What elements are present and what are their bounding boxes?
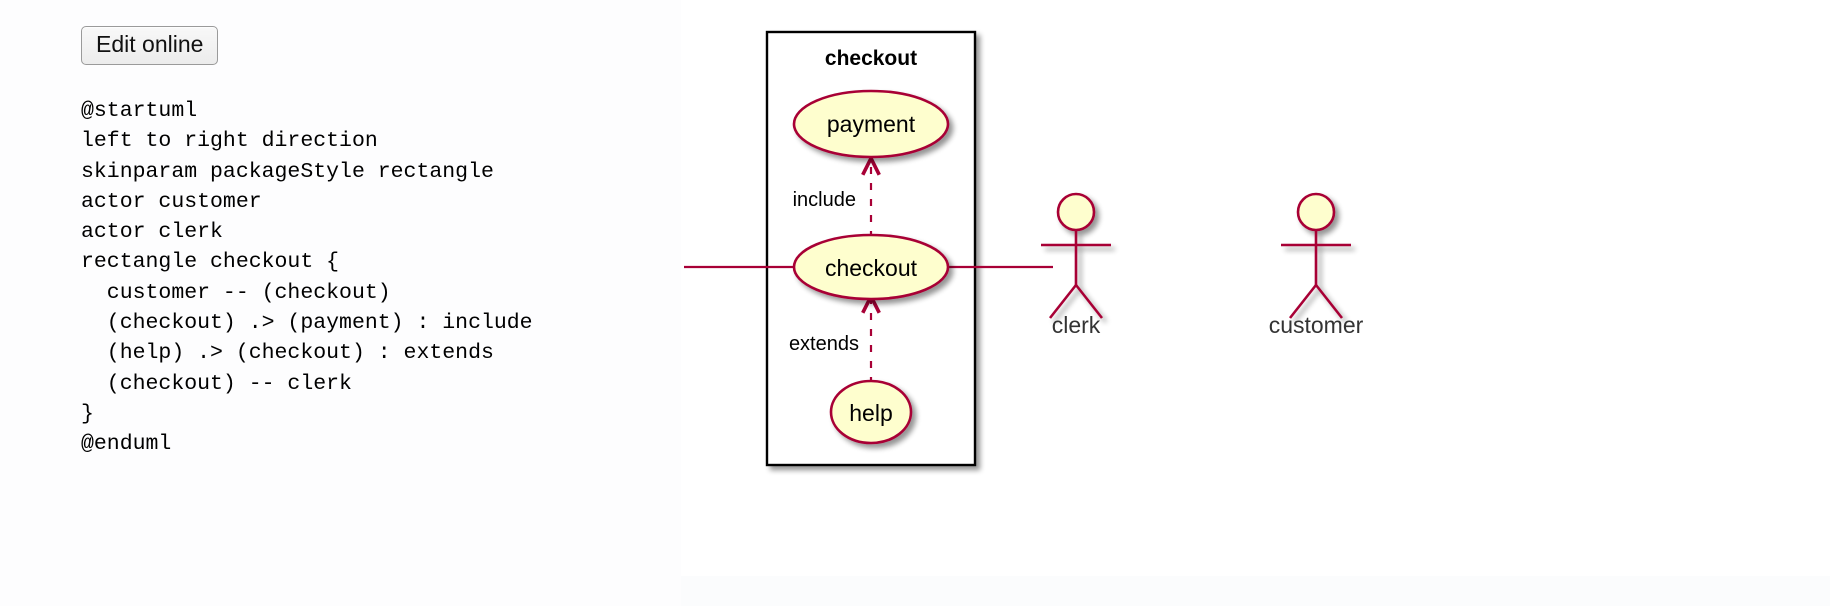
uml-diagram-canvas: checkout include extends payment checkou…	[684, 30, 1364, 467]
use-case-ellipse[interactable]	[792, 89, 950, 159]
use-case-help[interactable]: help	[829, 379, 913, 445]
actor-leg-right	[1314, 284, 1344, 319]
code-line: (checkout) -- clerk	[81, 371, 352, 396]
use-case-ellipse[interactable]	[792, 233, 950, 301]
code-line: actor customer	[81, 189, 262, 214]
code-line: rectangle checkout {	[81, 250, 340, 275]
use-case-label-payment: payment	[827, 111, 916, 137]
actor-leg-left	[1048, 284, 1078, 319]
page-background-bottom-band	[681, 576, 1830, 606]
code-line: customer -- (checkout)	[81, 280, 391, 305]
use-case-checkout[interactable]: checkout	[792, 233, 950, 301]
source-pane: Edit online @startuml left to right direc…	[0, 0, 681, 606]
actor-label-customer: customer	[1269, 312, 1364, 338]
edit-online-button[interactable]: Edit online	[81, 26, 219, 65]
code-line: left to right direction	[81, 129, 378, 154]
actor-label-clerk: clerk	[1052, 312, 1101, 338]
use-case-payment[interactable]: payment	[792, 89, 950, 159]
link-checkout-payment: include	[793, 160, 871, 238]
plantuml-source-code: @startuml left to right direction skinpara…	[81, 96, 533, 460]
actor-leg-left	[1288, 284, 1318, 319]
actor-customer[interactable]	[1281, 192, 1351, 319]
actor-leg-right	[1074, 284, 1104, 319]
use-case-ellipse[interactable]	[829, 379, 913, 445]
link-label-include: include	[793, 189, 856, 211]
code-line: actor clerk	[81, 220, 223, 245]
code-line: (checkout) .> (payment) : include	[81, 311, 533, 336]
code-line: }	[81, 401, 94, 426]
actor-clerk[interactable]	[1041, 192, 1111, 319]
use-case-label-help: help	[849, 400, 892, 426]
link-help-checkout: extends	[789, 298, 871, 384]
uml-use-case-diagram: checkout include extends payment checkou…	[681, 0, 1830, 606]
code-line: @enduml	[81, 432, 172, 457]
actor-head-icon	[1296, 192, 1336, 232]
code-line: skinparam packageStyle rectangle	[81, 159, 494, 184]
page-background-left-panel	[0, 0, 681, 606]
package-title: checkout	[825, 47, 917, 70]
code-line: (help) .> (checkout) : extends	[81, 341, 494, 366]
code-line: @startuml	[81, 99, 198, 123]
use-case-label-checkout: checkout	[825, 255, 918, 281]
actor-head-icon	[1056, 192, 1096, 232]
link-label-extends: extends	[789, 333, 859, 355]
